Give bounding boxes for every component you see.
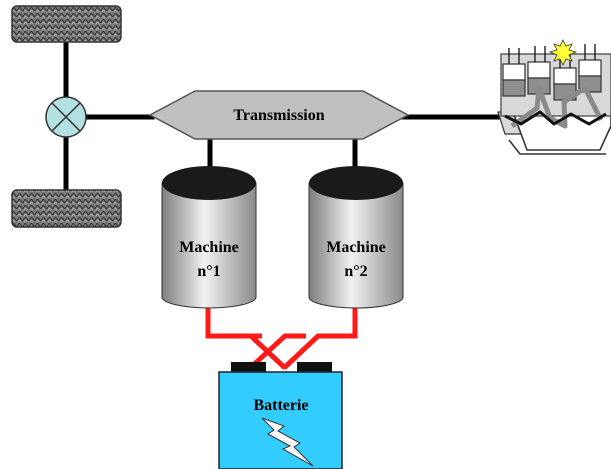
machine-2-label-line2: n°2 xyxy=(344,263,367,280)
transmission-block: Transmission xyxy=(148,90,410,140)
battery: Batterie xyxy=(218,362,343,469)
machine-2-label-line1: Machine xyxy=(326,239,386,256)
machine-1-label-line2: n°1 xyxy=(197,263,220,280)
machine-1: Machine n°1 xyxy=(161,166,257,309)
spark-icon xyxy=(548,39,578,66)
differential-icon xyxy=(45,96,87,138)
transmission-label: Transmission xyxy=(233,107,324,124)
electric-wires xyxy=(205,307,358,370)
wheel-bottom-icon xyxy=(11,189,122,228)
wheel-top-icon xyxy=(11,5,122,43)
lightning-bolt-icon xyxy=(261,417,314,467)
engine-icon xyxy=(497,39,611,155)
machine-1-label-line1: Machine xyxy=(179,239,239,256)
machine-2: Machine n°2 xyxy=(308,166,404,309)
battery-label: Batterie xyxy=(253,397,308,414)
